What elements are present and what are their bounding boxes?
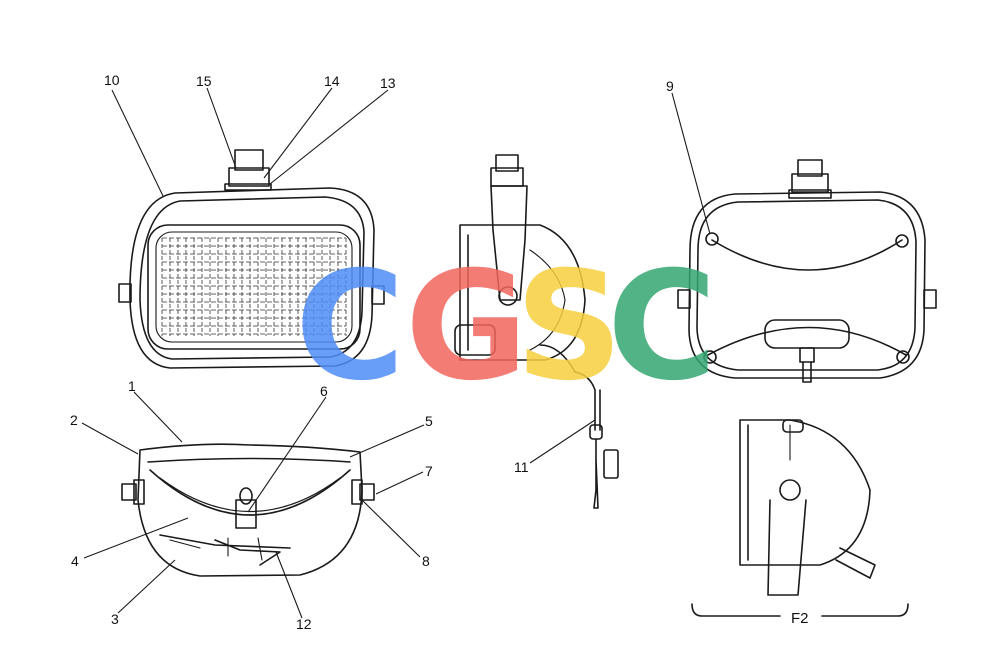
watermark-letter: C: [607, 240, 717, 414]
callout-4: 4: [71, 553, 79, 569]
callout-9: 9: [666, 78, 674, 94]
lamp-section-view: [121, 443, 375, 577]
callout-10: 10: [104, 72, 120, 88]
figure-label: F2: [791, 610, 809, 627]
leader-lines: [81, 87, 711, 619]
callout-5: 5: [425, 413, 433, 429]
callout-14: 14: [324, 73, 340, 89]
lens-grid: [161, 237, 347, 336]
watermark-letter: G: [405, 240, 528, 414]
callout-7: 7: [425, 463, 433, 479]
watermark-logo: C G S C: [295, 240, 717, 414]
callout-8: 8: [422, 553, 430, 569]
lamp-side-view: [454, 154, 619, 509]
callout-13: 13: [380, 75, 396, 91]
watermark-letter: C: [295, 240, 405, 414]
callout-6: 6: [320, 383, 328, 399]
callout-3: 3: [111, 611, 119, 627]
callout-11: 11: [514, 459, 529, 475]
callout-15: 15: [196, 73, 212, 89]
watermark-letter: S: [515, 240, 623, 414]
lamp-rear-view: [677, 159, 937, 383]
callout-2: 2: [70, 412, 78, 428]
lamp-detail-f2: [691, 419, 909, 617]
lamp-front-view: [118, 149, 385, 369]
callout-12: 12: [296, 616, 312, 632]
callout-1: 1: [128, 378, 136, 394]
callout-labels: 10 15 14 13 9 1 6 2 5 7 11 4 8 3 12 F2: [70, 72, 809, 632]
